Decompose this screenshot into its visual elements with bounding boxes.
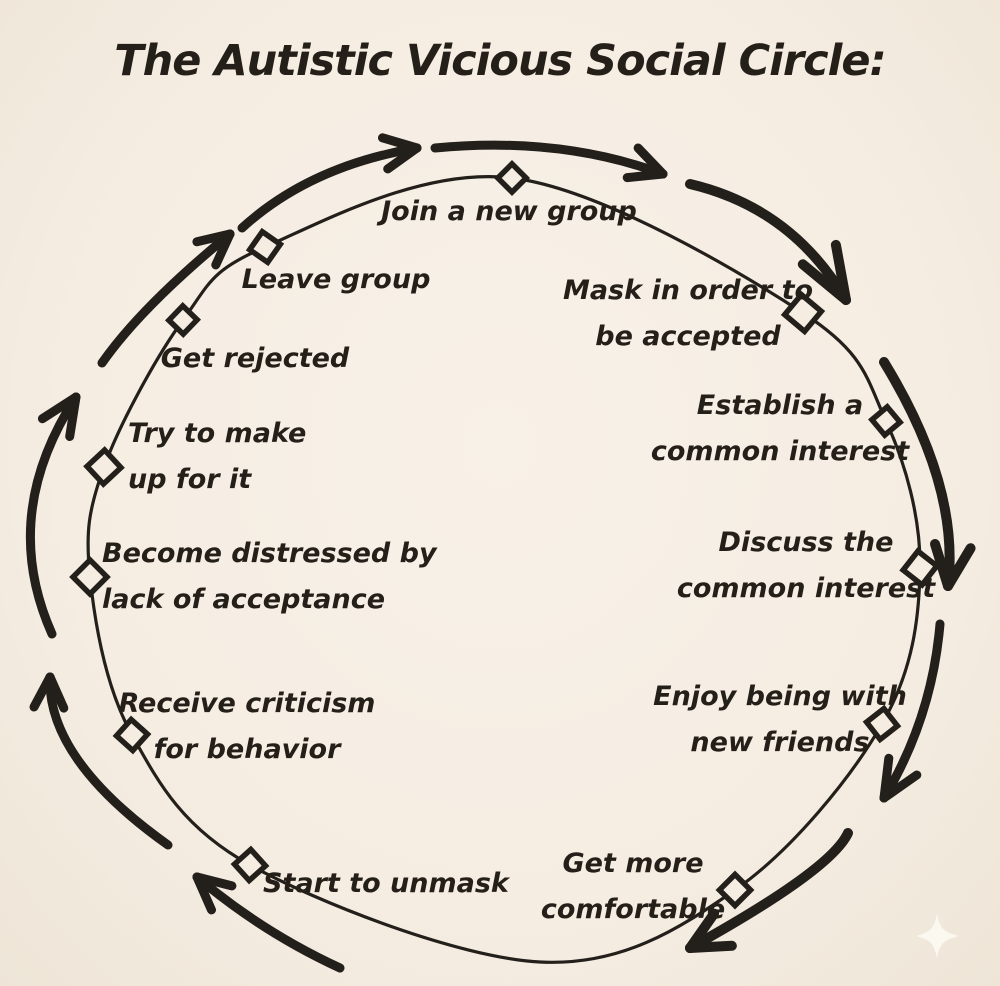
arrow-bottom-right-head — [685, 940, 737, 953]
arrow-bottom-right-head — [685, 908, 720, 953]
arrow-top-right — [685, 179, 851, 305]
node-label-line: comfortable — [540, 894, 726, 925]
arrow-upper-left-head — [211, 229, 235, 270]
node-label-line: for behavior — [153, 734, 341, 765]
node-label-receive-criticism: Receive criticism for behavior — [119, 681, 376, 773]
arrow-left-head — [65, 392, 81, 441]
arrow-right-lower-head — [879, 770, 922, 803]
arrow-upper-left — [97, 229, 235, 368]
node-label-join-a-new-group: Join a new group — [381, 189, 637, 235]
node-label-line: be accepted — [595, 321, 781, 352]
arrow-top-head — [633, 143, 668, 179]
arrow-top — [430, 140, 668, 179]
node-label-line: Mask in order to — [562, 275, 814, 306]
arrow-top-right-head — [797, 259, 851, 305]
arrow-right-lower-head — [879, 753, 894, 803]
arrow-left-bottom — [45, 672, 173, 850]
arrow-left-head — [37, 392, 81, 424]
node-label-line: Establish a — [696, 390, 864, 421]
arrow-top-right-head — [830, 239, 851, 305]
arrow-right — [879, 357, 955, 591]
node-marker-establish-common-interest — [868, 403, 904, 439]
node-label-line: Leave group — [241, 264, 431, 295]
arrow-left-bottom-head — [45, 672, 69, 713]
arrow-top-left-head — [378, 133, 422, 153]
node-label-get-rejected: Get rejected — [161, 336, 350, 382]
node-label-leave-group: Leave group — [242, 257, 431, 303]
arrow-bottom-left — [192, 872, 345, 973]
node-label-line: Enjoy being with — [653, 681, 907, 712]
node-label-discuss-common-interest: Discuss the common interest — [677, 520, 935, 612]
node-label-try-to-make-up: Try to make up for it — [128, 411, 306, 503]
node-label-line: Discuss the — [718, 527, 894, 558]
node-marker-join-a-new-group — [493, 159, 531, 197]
node-label-line: common interest — [676, 573, 936, 604]
node-label-line: Try to make — [128, 418, 307, 449]
node-marker-become-distressed — [69, 556, 111, 598]
node-label-line: Get more — [562, 848, 704, 879]
node-marker-get-more-comfortable — [715, 870, 755, 910]
node-label-mask-to-be-accepted: Mask in order to be accepted — [563, 268, 813, 360]
node-marker-discuss-common-interest — [899, 547, 941, 589]
node-label-get-more-comfortable: Get more comfortable — [541, 841, 725, 933]
node-label-establish-common-interest: Establish a common interest — [651, 383, 909, 475]
node-label-line: Receive criticism — [118, 688, 376, 719]
arrow-bottom-right — [685, 828, 853, 953]
node-marker-enjoy-new-friends — [862, 704, 902, 744]
arrow-top-head — [622, 169, 668, 183]
node-label-line: Join a new group — [381, 196, 637, 227]
node-label-line: Become distressed by — [102, 538, 437, 569]
arrow-top-left-head — [383, 143, 422, 174]
arrow-right-head — [930, 539, 953, 591]
node-label-line: Start to unmask — [263, 868, 509, 899]
arrow-right-head — [943, 543, 976, 591]
arrow-top-left — [237, 143, 422, 233]
node-label-start-to-unmask: Start to unmask — [263, 861, 509, 907]
arrow-right-lower — [879, 619, 945, 803]
node-label-line: Get rejected — [160, 343, 350, 374]
node-marker-mask-to-be-accepted — [780, 290, 826, 336]
node-label-line: new friends — [690, 727, 870, 758]
node-label-enjoy-new-friends: Enjoy being with new friends — [653, 674, 907, 766]
node-label-line: common interest — [650, 436, 910, 467]
node-label-line: up for it — [128, 464, 252, 495]
arrow-bottom-left-head — [192, 872, 216, 915]
node-marker-receive-criticism — [112, 715, 152, 755]
node-marker-leave-group — [245, 227, 285, 267]
arrow-bottom-left-head — [192, 872, 237, 891]
node-marker-start-to-unmask — [230, 845, 270, 885]
arrow-left — [25, 392, 81, 639]
diagram-title: The Autistic Vicious Social Circle: — [114, 36, 886, 86]
node-marker-get-rejected — [164, 301, 202, 339]
node-label-line: lack of acceptance — [102, 584, 386, 615]
node-label-become-distressed: Become distressed by lack of acceptance — [102, 531, 437, 623]
node-marker-try-to-make-up — [83, 446, 125, 488]
